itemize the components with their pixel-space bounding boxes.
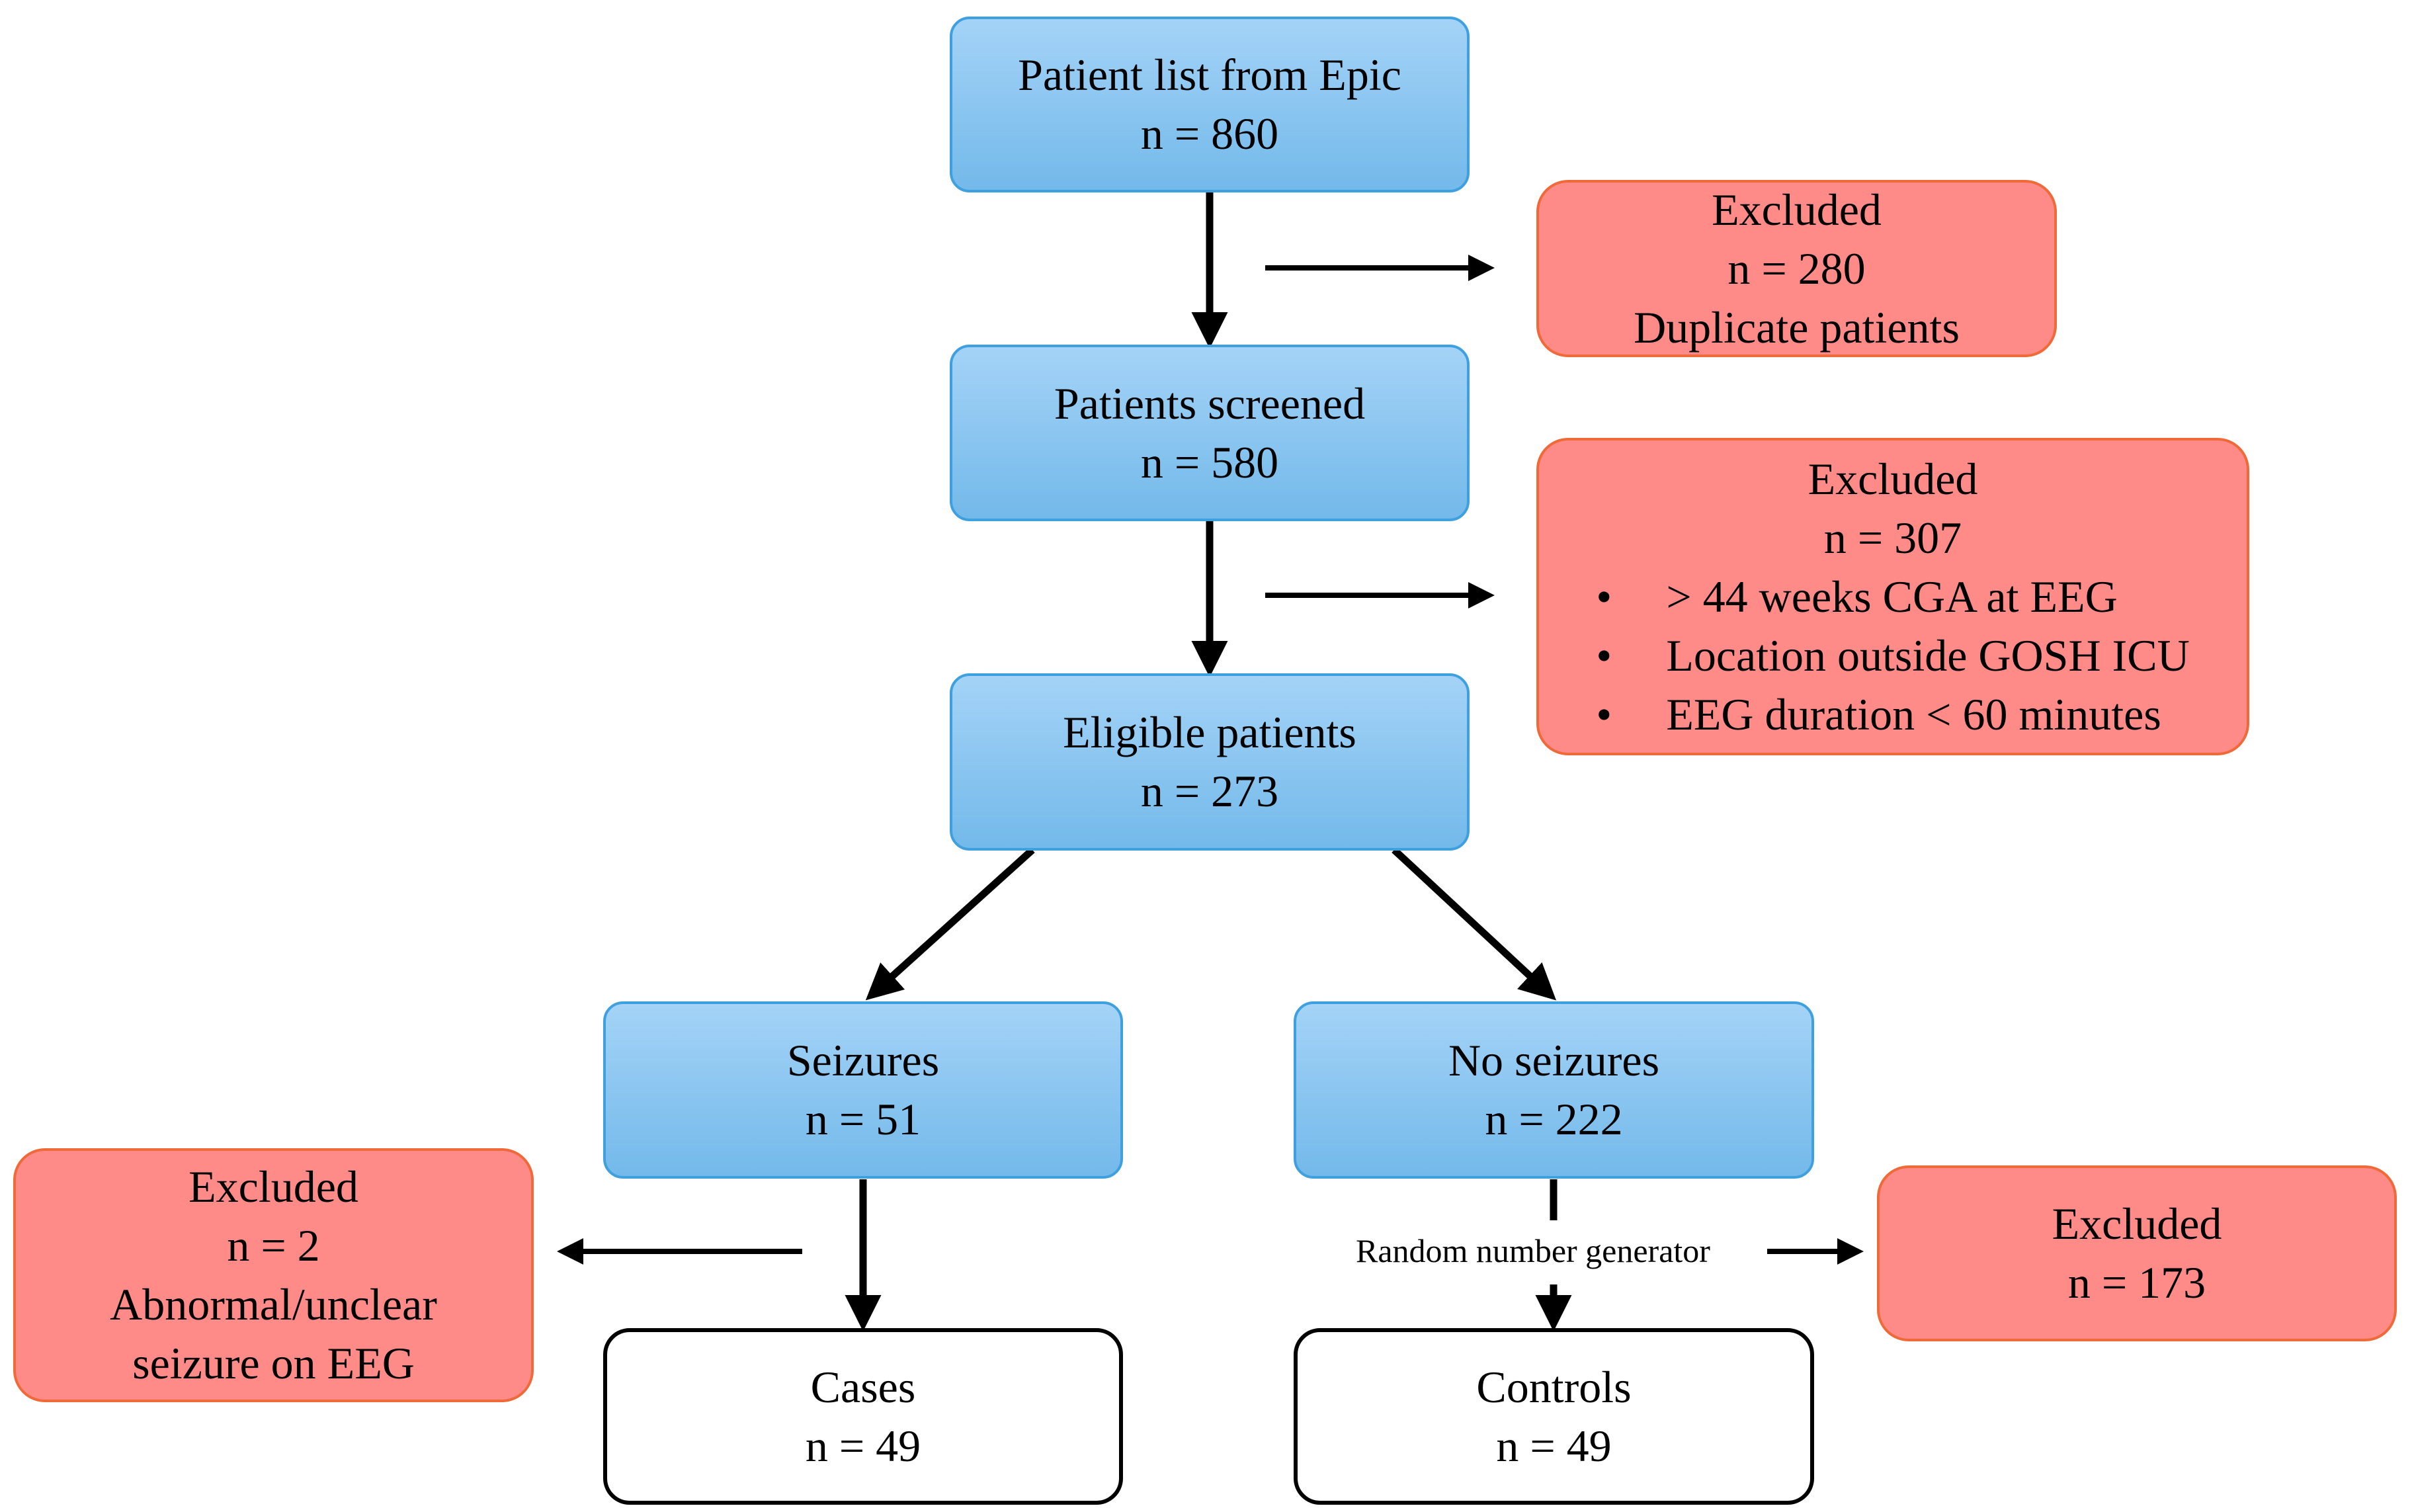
excl2-reason-item: EEG duration < 60 minutes [1596, 685, 2189, 744]
excl2-reason-item: Location outside GOSH ICU [1596, 626, 2189, 685]
box-screened-count: n = 580 [1140, 437, 1279, 487]
excl3-title: Excluded [188, 1161, 358, 1212]
arrow-eligible-to-noseiz [1392, 847, 1557, 1001]
excl4-title: Excluded [2052, 1198, 2222, 1249]
excl2-reason-list: > 44 weeks CGA at EEG Location outside G… [1596, 567, 2189, 744]
box-eligible-count: n = 273 [1140, 766, 1279, 816]
box-eligible-title: Eligible patients [1063, 707, 1356, 757]
box-seizures: Seizures n = 51 [603, 1001, 1123, 1179]
box-controls-title: Controls [1476, 1361, 1632, 1412]
box-excluded-abnormal: Excluded n = 2 Abnormal/unclear seizure … [13, 1148, 534, 1402]
box-no-seizures: No seizures n = 222 [1294, 1001, 1814, 1179]
box-screened: Patients screened n = 580 [950, 345, 1470, 521]
box-controls-count: n = 49 [1496, 1420, 1612, 1471]
excl1-reason: Duplicate patients [1634, 302, 1960, 353]
excl3-count: n = 2 [227, 1220, 320, 1271]
box-cases: Cases n = 49 [603, 1328, 1123, 1505]
random-number-generator-label: Random number generator [1349, 1232, 1717, 1270]
excl1-count: n = 280 [1727, 243, 1866, 294]
excl1-title: Excluded [1712, 184, 1882, 235]
box-controls: Controls n = 49 [1294, 1328, 1814, 1505]
excl4-count: n = 173 [2067, 1257, 2206, 1308]
box-screened-title: Patients screened [1054, 378, 1366, 429]
excl2-count: n = 307 [1823, 512, 1962, 563]
excl2-title: Excluded [1808, 453, 1978, 504]
box-noseiz-count: n = 222 [1485, 1094, 1623, 1144]
box-excluded-duplicates: Excluded n = 280 Duplicate patients [1536, 180, 2057, 357]
box-seizures-count: n = 51 [805, 1094, 921, 1144]
box-eligible: Eligible patients n = 273 [950, 673, 1470, 851]
box-cases-title: Cases [810, 1361, 916, 1412]
excl3-reason: Abnormal/unclear [110, 1279, 437, 1329]
box-cases-count: n = 49 [805, 1420, 921, 1471]
box-noseiz-title: No seizures [1448, 1035, 1660, 1085]
box-epic-title: Patient list from Epic [1018, 50, 1401, 100]
box-epic-count: n = 860 [1140, 108, 1279, 159]
excl3-reason: seizure on EEG [132, 1338, 415, 1388]
box-epic: Patient list from Epic n = 860 [950, 17, 1470, 192]
box-excluded-criteria: Excluded n = 307 > 44 weeks CGA at EEG L… [1536, 438, 2249, 755]
arrow-eligible-to-seizures [865, 847, 1035, 1001]
box-excluded-random: Excluded n = 173 [1877, 1165, 2397, 1341]
excl2-reason-item: > 44 weeks CGA at EEG [1596, 567, 2189, 626]
box-seizures-title: Seizures [786, 1035, 940, 1085]
